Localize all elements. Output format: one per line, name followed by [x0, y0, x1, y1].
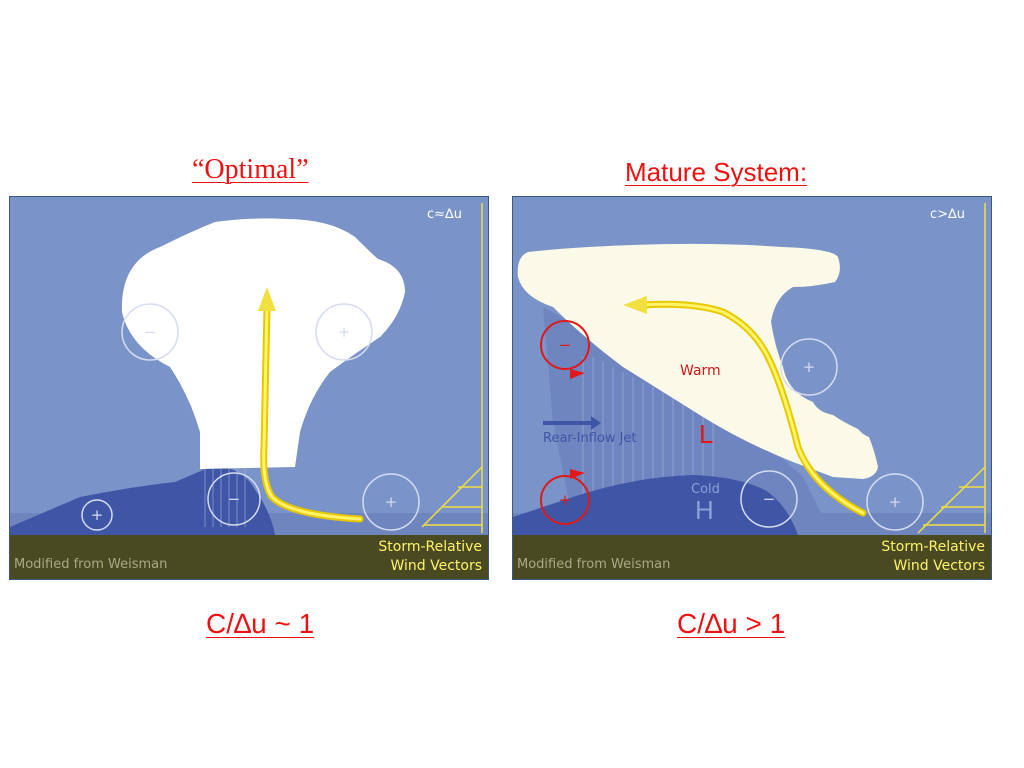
legend-storm-relative: Storm-Relative — [378, 539, 482, 555]
right-vortex-lower-minus — [740, 470, 798, 528]
left-vortex-upper-minus — [121, 303, 179, 361]
right-vortex-upper-plus — [780, 338, 838, 396]
low-pressure-label: L — [699, 419, 714, 449]
red-vortex-arrowhead — [570, 469, 585, 479]
legend-storm-relative: Storm-Relative — [881, 539, 985, 555]
left-vortex-upper-plus — [315, 303, 373, 361]
vortex-minus-label: − — [144, 323, 157, 341]
title-mature-system: Mature System: — [625, 157, 808, 187]
red-vortex-lower-plus — [540, 475, 590, 525]
legend-wind-vectors: Wind Vectors — [390, 558, 482, 574]
red-vortex-upper-minus — [540, 320, 590, 370]
vortex-plus-label: + — [803, 358, 816, 376]
left-vortex-lower-minus — [207, 472, 261, 526]
updraft-arrowhead — [623, 296, 647, 314]
rear-inflow-jet-label: Rear-Inflow Jet — [543, 431, 637, 446]
vortex-minus-label: − — [763, 490, 776, 508]
cold-label: Cold — [691, 482, 720, 497]
caption-left-ratio: C/∆u ~ 1 — [206, 608, 315, 639]
optimal-storm-diagram: − + − + + c≈∆u Modified from Weisman Sto… — [9, 196, 489, 580]
rear-inflow-jet-arrow — [543, 416, 601, 430]
vortex-plus-label: + — [338, 323, 351, 341]
vortex-minus-label: − — [228, 490, 241, 508]
optimal-storm-illustration: − + − + + — [10, 203, 488, 579]
left-vortex-lower-left-plus — [81, 499, 113, 531]
vortex-minus-label: − — [559, 336, 572, 354]
mature-system-diagram: + − + − + c>∆u Warm L Rear-Infl — [512, 196, 992, 580]
left-vortex-lower-right-plus — [362, 473, 420, 531]
high-pressure-label: H — [695, 495, 714, 525]
cold-pool — [10, 466, 275, 535]
vortex-plus-label: + — [91, 506, 104, 524]
image-credit: Modified from Weisman — [14, 557, 168, 572]
cold-pool — [513, 475, 798, 535]
mature-storm-illustration: + − + − + — [513, 203, 991, 579]
vortex-plus-label: + — [559, 491, 572, 509]
wind-profile-icon — [917, 203, 986, 534]
vortex-plus-label: + — [385, 493, 398, 511]
warm-label: Warm — [680, 363, 721, 379]
phase-speed-ratio-label: c>∆u — [930, 207, 965, 222]
phase-speed-ratio-label: c≈∆u — [427, 207, 462, 222]
image-credit: Modified from Weisman — [517, 557, 671, 572]
right-vortex-lower-right-plus — [866, 473, 924, 531]
rain-shaft — [204, 469, 246, 527]
wind-profile-icon — [421, 203, 483, 533]
title-optimal: “Optimal” — [192, 154, 309, 185]
updraft-arrowhead — [258, 287, 276, 311]
caption-right-ratio: C/∆u > 1 — [677, 608, 786, 639]
red-vortex-arrowhead — [570, 369, 585, 379]
vortex-plus-label: + — [889, 493, 902, 511]
legend-wind-vectors: Wind Vectors — [893, 558, 985, 574]
